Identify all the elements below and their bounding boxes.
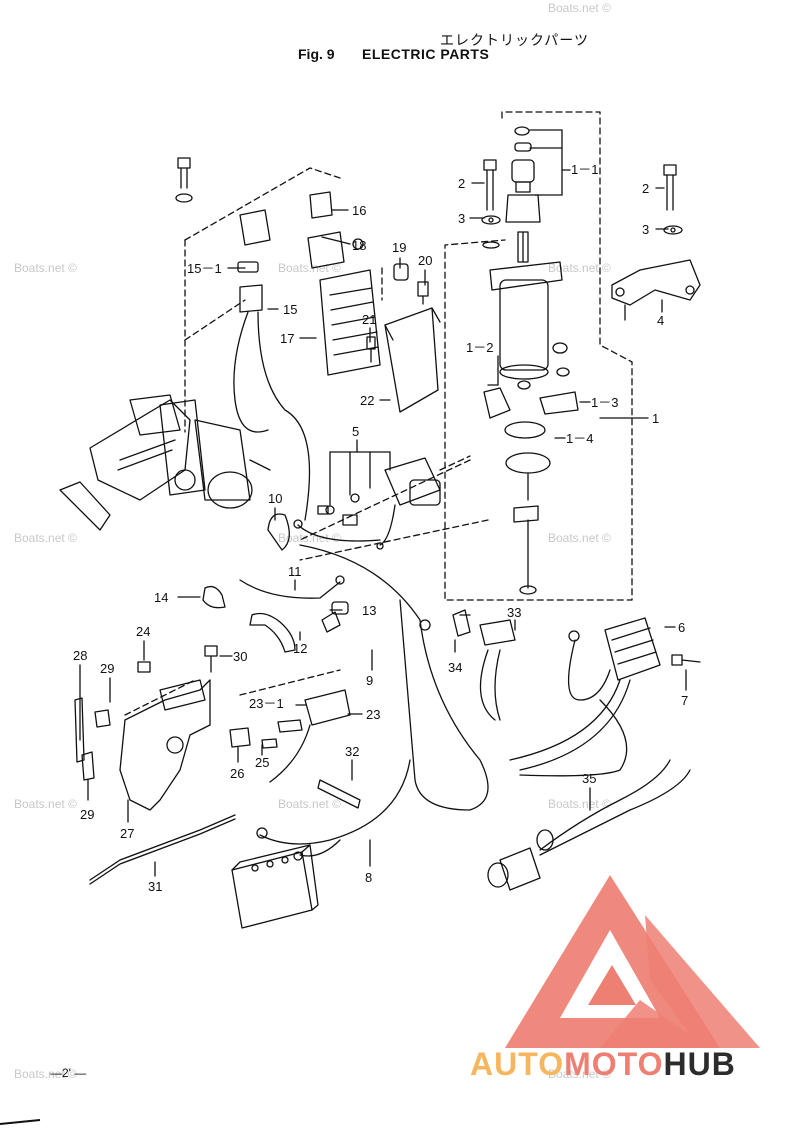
part-label: 6 — [678, 620, 685, 635]
part-label: 2 — [458, 176, 465, 191]
battery-and-switch — [231, 759, 691, 929]
brand-part-hub: HUB — [663, 1046, 736, 1082]
part-label: 15－1 — [187, 261, 222, 276]
part-label: 35 — [582, 771, 596, 786]
part-label: 23 — [366, 707, 380, 722]
part-label: 19 — [392, 240, 406, 255]
part-label: 1－4 — [566, 431, 593, 446]
page-edge-line — [0, 1119, 41, 1125]
starter-motor — [483, 126, 579, 595]
part-label: 33 — [507, 605, 521, 620]
bolts-and-washers — [175, 157, 683, 249]
part-label: 31 — [148, 879, 162, 894]
watermark: Boats.net © — [14, 797, 77, 811]
watermark-layer: Boats.net © Boats.net © Boats.net © Boat… — [14, 1, 611, 1081]
part-label: 18 — [352, 238, 366, 253]
part-label: 13 — [362, 603, 376, 618]
part-number-labels: 1－1 2 2 3 3 4 1－2 1－3 1－4 1 16 18 15－1 1… — [73, 162, 688, 894]
part-label: 7 — [681, 693, 688, 708]
watermark: Boats.net © — [278, 261, 341, 275]
dashed-group-lines — [124, 111, 633, 716]
part-label: 1 — [652, 411, 659, 426]
part-label: 34 — [448, 660, 462, 675]
part-label: 22 — [360, 393, 374, 408]
part-label: 24 — [136, 624, 150, 639]
tiller-handle — [59, 394, 271, 531]
part-label: 30 — [233, 649, 247, 664]
part-label: 8 — [365, 870, 372, 885]
watermark: Boats.net © — [548, 531, 611, 545]
cdi-rectifier-group — [233, 191, 441, 521]
watermark: Boats.net © — [548, 261, 611, 275]
part-label: 5 — [352, 424, 359, 439]
japanese-title: エレクトリックパーツ — [440, 33, 590, 49]
part-label: 27 — [120, 826, 134, 841]
watermark: Boats.net © — [14, 1067, 77, 1081]
logo-mark — [505, 875, 760, 1048]
diagram-title: ELECTRIC PARTS — [362, 46, 490, 62]
part-label: 23－1 — [249, 696, 284, 711]
part-label: 25 — [255, 755, 269, 770]
part-label: 16 — [352, 203, 366, 218]
part-label: 2 — [642, 181, 649, 196]
brand-part-auto: AUTO — [470, 1046, 565, 1082]
starter-bracket — [611, 259, 701, 321]
page-number: —2' — — [50, 1066, 87, 1080]
part-label: 29 — [100, 661, 114, 676]
part-label: 3 — [642, 222, 649, 237]
part-label: 15 — [283, 302, 297, 317]
part-label: 12 — [293, 641, 307, 656]
part-label: 21 — [362, 312, 376, 327]
watermark: Boats.net © — [548, 797, 611, 811]
part-label: 1－2 — [466, 340, 493, 355]
part-label: 17 — [280, 331, 294, 346]
bracket-group — [74, 645, 361, 885]
ignition-coil-group — [202, 457, 441, 653]
part-label: 20 — [418, 253, 432, 268]
part-label: 1－3 — [591, 395, 618, 410]
brand-logo: AUTOMOTOHUB — [470, 1046, 736, 1083]
harness-group — [256, 519, 701, 861]
watermark: Boats.net © — [548, 1, 611, 15]
brand-part-moto: MOTO — [564, 1046, 664, 1082]
watermark: Boats.net © — [548, 1067, 611, 1081]
part-label: 28 — [73, 648, 87, 663]
figure-number: Fig. 9 — [298, 46, 335, 62]
part-label: 26 — [230, 766, 244, 781]
part-label: 10 — [268, 491, 282, 506]
part-label: 4 — [657, 313, 664, 328]
part-label: 9 — [366, 673, 373, 688]
watermark: Boats.net © — [14, 531, 77, 545]
part-label: 29 — [80, 807, 94, 822]
watermark: Boats.net © — [278, 797, 341, 811]
part-label: 32 — [345, 744, 359, 759]
part-label: 1－1 — [571, 162, 598, 177]
part-label: 14 — [154, 590, 168, 605]
part-label: 11 — [288, 564, 302, 579]
watermark: Boats.net © — [278, 531, 341, 545]
part-label: 3 — [458, 211, 465, 226]
watermark: Boats.net © — [14, 261, 77, 275]
leader-lines — [79, 129, 687, 877]
